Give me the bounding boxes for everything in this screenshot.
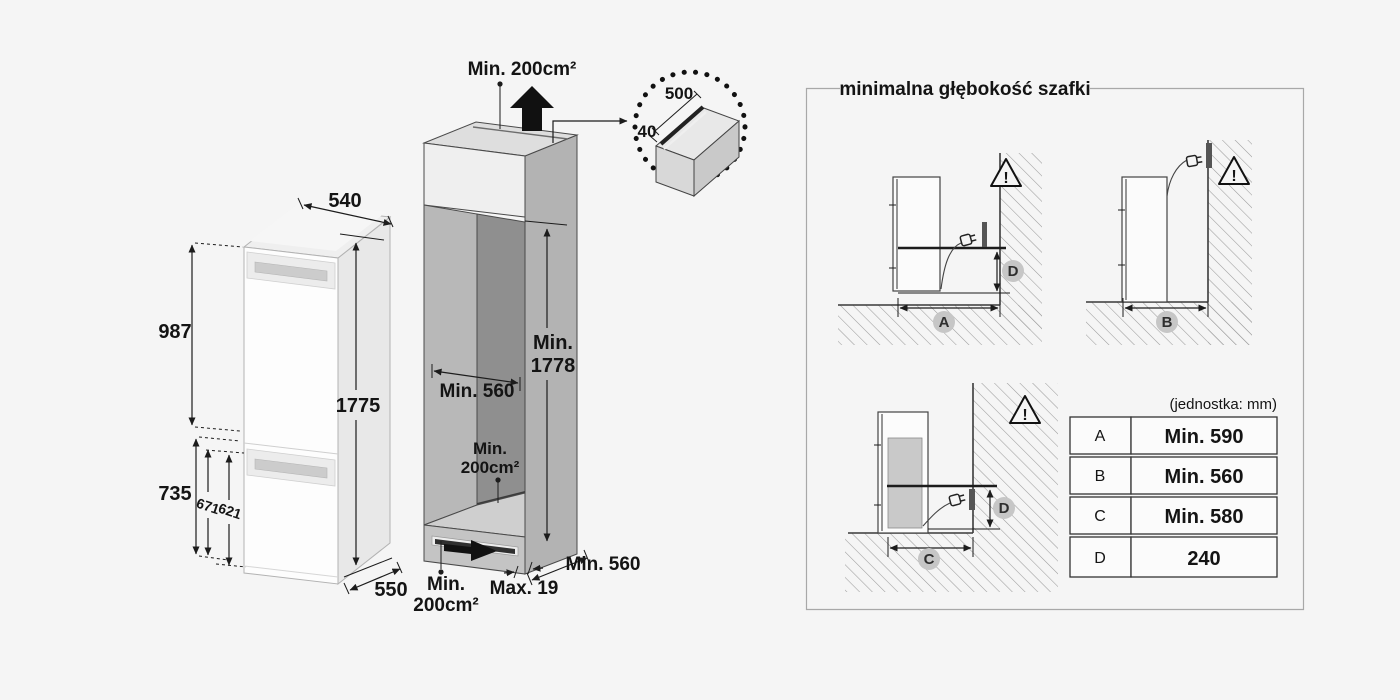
dim-fridge-height: 1775 [336, 395, 381, 417]
dim-badge [918, 548, 940, 570]
power-socket [969, 489, 975, 510]
fridge-body [887, 437, 923, 529]
dim-slot-length: 500 [665, 84, 693, 103]
dim-letter-c: C [924, 551, 935, 568]
power-cord [922, 502, 951, 527]
label-bottom-vent-l2: 200cm² [413, 595, 479, 616]
dim-cabinet-depth: Min. 560 [566, 554, 641, 575]
airflow-in-arrow-icon [444, 540, 497, 561]
dim-fridge-depth: 550 [374, 579, 407, 601]
dimensions-table: (jednostka: mm) A Min. 590 B Min. 560 C … [1069, 396, 1278, 578]
dim-badge [993, 497, 1015, 519]
warning-mark: ! [1231, 168, 1236, 185]
wall-hatch [973, 383, 1058, 533]
warning-triangle-icon: ! [990, 158, 1022, 187]
table-label: D [1094, 550, 1106, 567]
dim-letter-d: D [1008, 263, 1019, 280]
fridge-dimensions: 540 987 1775 735 671 621 550 [158, 190, 407, 601]
dim-slot-width: 40 [638, 122, 657, 141]
power-plug-icon [948, 493, 966, 507]
label-rear-vent-l1: Min. [473, 439, 507, 458]
airflow-up-arrow-icon [510, 86, 554, 131]
dim-badge [1156, 311, 1178, 333]
warning-triangle-icon: ! [1218, 156, 1250, 185]
dim-fridge-width: 540 [328, 190, 361, 212]
label-bottom-vent-l1: Min. [427, 574, 465, 595]
dim-badge [933, 311, 955, 333]
leader-dot [497, 81, 503, 87]
power-socket [1206, 143, 1212, 168]
power-plug-icon [1185, 154, 1203, 168]
dim-niche-height-l1: Min. [533, 332, 573, 354]
table-row: B Min. 560 [1069, 456, 1278, 495]
leader-dot [438, 569, 444, 575]
dim-badge [1002, 260, 1024, 282]
diagram-c: D C ! [845, 383, 1058, 592]
leader-dot [495, 477, 501, 483]
dim-letter-b: B [1162, 314, 1173, 331]
table-value: Min. 590 [1165, 426, 1244, 448]
dim-fridge-lower-height: 735 [158, 483, 191, 505]
fridge-isometric [242, 202, 392, 586]
table-value: 240 [1187, 548, 1220, 570]
cabinet-top-vent-slot [472, 126, 569, 140]
label-rear-vent-l2: 200cm² [461, 458, 520, 477]
dim-niche-height-l2: 1778 [531, 355, 576, 377]
panel-title: minimalna głębokość szafki [839, 79, 1090, 100]
detail-slot [659, 105, 705, 146]
power-plug-icon [959, 233, 977, 247]
diagram-b: B ! [1086, 140, 1252, 345]
warning-mark: ! [1003, 170, 1008, 187]
dim-letter-a: A [939, 314, 950, 331]
table-row: D 240 [1069, 536, 1278, 578]
warning-mark: ! [1022, 407, 1027, 424]
upper-hinge-slider [254, 261, 328, 282]
table-row: A Min. 590 [1069, 416, 1278, 455]
door-split-line [243, 442, 339, 455]
dim-letter-d: D [999, 500, 1010, 517]
cabinet-annotations: Min. 200cm² Min. 560 Min. 1778 Min. 200c… [413, 59, 640, 616]
fridge-side-view [892, 176, 941, 292]
dim-niche-width: Min. 560 [440, 381, 515, 402]
diagram-a: D A ! [838, 153, 1042, 345]
table-label: C [1094, 508, 1106, 525]
power-socket [982, 222, 987, 247]
table-value: Min. 580 [1165, 506, 1244, 528]
dim-recess-outer: 671 [194, 495, 221, 518]
panel-border [805, 87, 1305, 611]
fridge-side-view [1121, 176, 1168, 303]
fridge-front-face [243, 246, 339, 585]
vent-detail-circle: 500 40 [632, 69, 748, 198]
floor-hatch [845, 533, 1058, 592]
door-bottom-line [243, 565, 339, 578]
detail-front-face [655, 145, 695, 197]
cabinet-depth-panel: minimalna głębokość szafki D [805, 79, 1305, 611]
cabinet-isometric [422, 121, 579, 575]
warning-triangle-icon: ! [1009, 395, 1041, 424]
lower-hinge-slider [254, 458, 328, 479]
unit-note: (jednostka: mm) [1169, 396, 1277, 413]
label-top-vent: Min. 200cm² [468, 59, 577, 80]
detail-leader-arrow [552, 117, 628, 143]
table-row: C Min. 580 [1069, 496, 1278, 535]
table-label: A [1095, 428, 1106, 445]
cabinet-valance [423, 142, 526, 218]
power-cord [1166, 159, 1188, 197]
dim-recess-inner: 621 [216, 500, 243, 523]
table-value: Min. 560 [1165, 466, 1244, 488]
table-label: B [1095, 468, 1106, 485]
dim-fridge-upper-height: 987 [158, 321, 191, 343]
dim-plinth: Max. 19 [490, 578, 559, 599]
detail-slot-lip [663, 111, 707, 150]
power-cord [940, 242, 962, 290]
